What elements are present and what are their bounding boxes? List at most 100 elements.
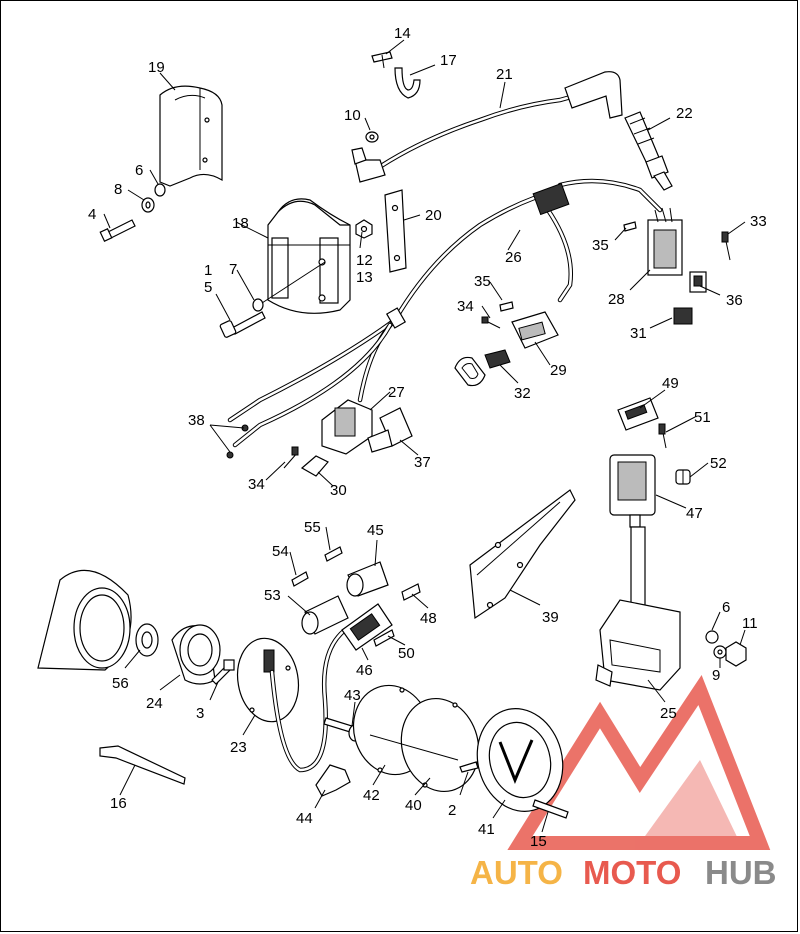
part-23-sensor-plate bbox=[236, 637, 300, 723]
watermark-word-moto: MOTO bbox=[583, 854, 681, 891]
part-48-terminal bbox=[401, 583, 421, 601]
part-35-pin-lower bbox=[499, 301, 514, 312]
part-56-spacer bbox=[135, 623, 159, 657]
part-1-5-screw bbox=[219, 311, 266, 338]
part-51-pin bbox=[658, 423, 667, 449]
label-1: 1 bbox=[204, 262, 212, 279]
label-54: 54 bbox=[272, 543, 289, 560]
part-2-screw bbox=[459, 761, 479, 773]
part-54-terminal bbox=[291, 571, 309, 587]
part-45-sleeve bbox=[346, 561, 389, 597]
label-16: 16 bbox=[110, 795, 127, 812]
part-15-pin bbox=[532, 799, 569, 819]
label-13: 13 bbox=[356, 269, 373, 286]
label-38: 38 bbox=[188, 412, 205, 429]
part-36-terminal-lock bbox=[689, 271, 707, 293]
label-32: 32 bbox=[514, 385, 531, 402]
label-41: 41 bbox=[478, 821, 495, 838]
label-20: 20 bbox=[425, 207, 442, 224]
part-37-connector-cover bbox=[367, 407, 413, 453]
part-16-cable-strap bbox=[99, 745, 186, 785]
part-31-terminal-block bbox=[673, 307, 693, 325]
part-22-spark-plug bbox=[624, 111, 673, 191]
label-11: 11 bbox=[742, 615, 758, 632]
label-25: 25 bbox=[660, 705, 677, 722]
part-9-washer bbox=[713, 645, 727, 659]
label-50: 50 bbox=[398, 645, 415, 662]
part-41-timer-cover bbox=[476, 708, 564, 812]
watermark-wordmark: AUTO MOTO HUB bbox=[470, 854, 777, 891]
label-21: 21 bbox=[496, 66, 513, 83]
part-8-washer bbox=[141, 197, 155, 213]
label-51: 51 bbox=[694, 409, 711, 426]
part-27-connector bbox=[321, 399, 373, 455]
label-30: 30 bbox=[330, 482, 347, 499]
label-10: 10 bbox=[344, 107, 361, 124]
label-15: 15 bbox=[530, 833, 547, 850]
label-17: 17 bbox=[440, 52, 457, 69]
label-35-lower: 35 bbox=[474, 273, 491, 290]
label-27: 27 bbox=[388, 384, 405, 401]
part-6-washer bbox=[154, 183, 166, 197]
label-28: 28 bbox=[608, 291, 625, 308]
part-28-connector bbox=[647, 207, 683, 276]
part-39-bracket bbox=[469, 489, 576, 620]
label-55: 55 bbox=[304, 519, 321, 536]
label-34-upper: 34 bbox=[457, 298, 474, 315]
label-37: 37 bbox=[414, 454, 431, 471]
watermark-word-auto: AUTO bbox=[470, 854, 563, 891]
label-3: 3 bbox=[196, 705, 204, 722]
label-7: 7 bbox=[229, 261, 237, 278]
label-44: 44 bbox=[296, 810, 313, 827]
label-23: 23 bbox=[230, 739, 247, 756]
label-9: 9 bbox=[712, 667, 720, 684]
part-32-seal bbox=[454, 349, 511, 387]
part-52-screw bbox=[675, 469, 691, 485]
label-42: 42 bbox=[363, 787, 380, 804]
part-29-connector bbox=[511, 311, 559, 349]
part-50-terminal bbox=[373, 629, 395, 647]
part-35-pin-upper bbox=[623, 221, 637, 232]
part-24-rotor bbox=[171, 624, 221, 685]
label-45: 45 bbox=[367, 522, 384, 539]
part-34-terminal-lower bbox=[283, 446, 299, 469]
label-14: 14 bbox=[394, 25, 411, 42]
label-48: 48 bbox=[420, 610, 437, 627]
part-21-spark-plug-wire bbox=[351, 71, 623, 183]
part-20-plate bbox=[384, 189, 407, 273]
leader-lines bbox=[103, 39, 746, 833]
part-47-module-connector bbox=[609, 454, 656, 528]
label-6-right: 6 bbox=[722, 599, 730, 616]
label-5: 5 bbox=[204, 279, 212, 296]
part-33-terminal bbox=[721, 231, 731, 261]
part-18-ignition-coil bbox=[267, 198, 351, 314]
label-8: 8 bbox=[114, 181, 122, 198]
part-46-connector bbox=[341, 603, 393, 651]
label-19: 19 bbox=[148, 59, 165, 76]
part-4-bolt bbox=[99, 219, 136, 243]
part-56-outer-cover bbox=[37, 569, 132, 671]
part-11-nut bbox=[725, 641, 747, 667]
part-40-gasket bbox=[400, 697, 480, 793]
part-6-washer-right bbox=[705, 630, 719, 644]
label-4: 4 bbox=[88, 206, 96, 223]
part-25-ignition-module bbox=[595, 599, 681, 691]
label-24: 24 bbox=[146, 695, 163, 712]
part-44-clamp bbox=[315, 764, 351, 797]
label-39: 39 bbox=[542, 609, 559, 626]
part-30-clip bbox=[300, 455, 329, 477]
part-12-nut bbox=[355, 219, 373, 239]
label-6-top: 6 bbox=[135, 162, 143, 179]
label-53: 53 bbox=[264, 587, 281, 604]
part-53-grommet bbox=[301, 595, 349, 635]
watermark-word-hub: HUB bbox=[705, 854, 777, 891]
label-52: 52 bbox=[710, 455, 727, 472]
part-38-ring-terminals bbox=[226, 424, 249, 459]
label-18: 18 bbox=[232, 215, 249, 232]
part-17-clip bbox=[394, 67, 421, 99]
label-22: 22 bbox=[676, 105, 693, 122]
part-10-nut bbox=[365, 131, 379, 143]
part-7-washer bbox=[252, 298, 264, 312]
